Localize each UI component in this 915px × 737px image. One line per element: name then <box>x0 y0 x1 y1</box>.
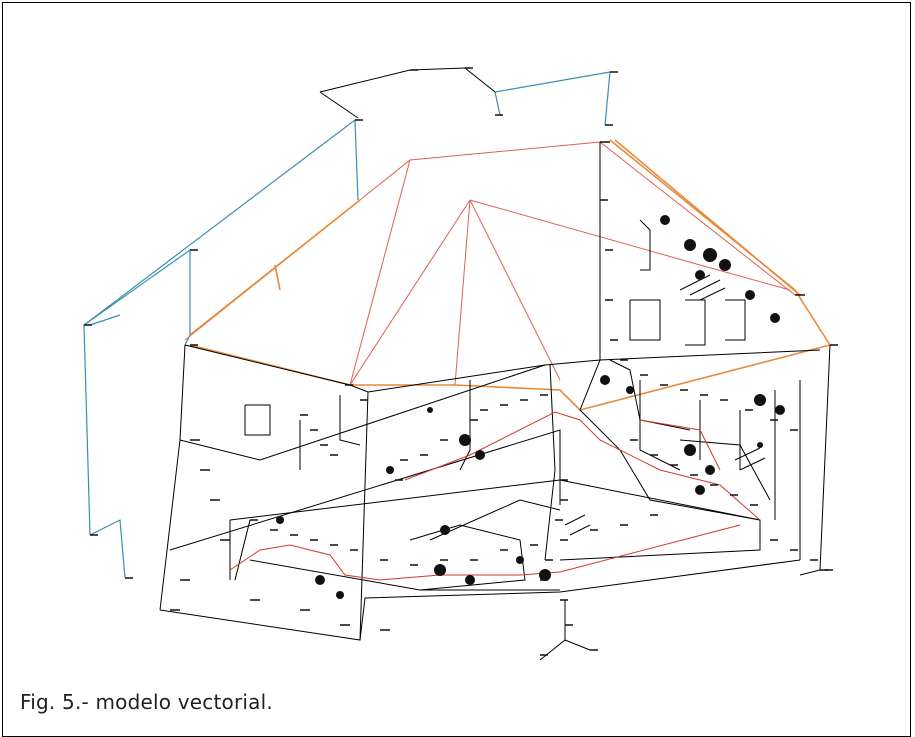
blue-outline <box>83 71 611 579</box>
top-silhouette <box>319 67 496 119</box>
annotation-marks <box>564 274 766 536</box>
figure-caption: Fig. 5.- modelo vectorial. <box>20 690 273 714</box>
survey-markers <box>84 67 838 656</box>
marker-clusters <box>276 215 785 599</box>
interior-red-lines <box>229 411 761 581</box>
building-edges <box>159 142 831 661</box>
roof-lines <box>184 141 796 386</box>
